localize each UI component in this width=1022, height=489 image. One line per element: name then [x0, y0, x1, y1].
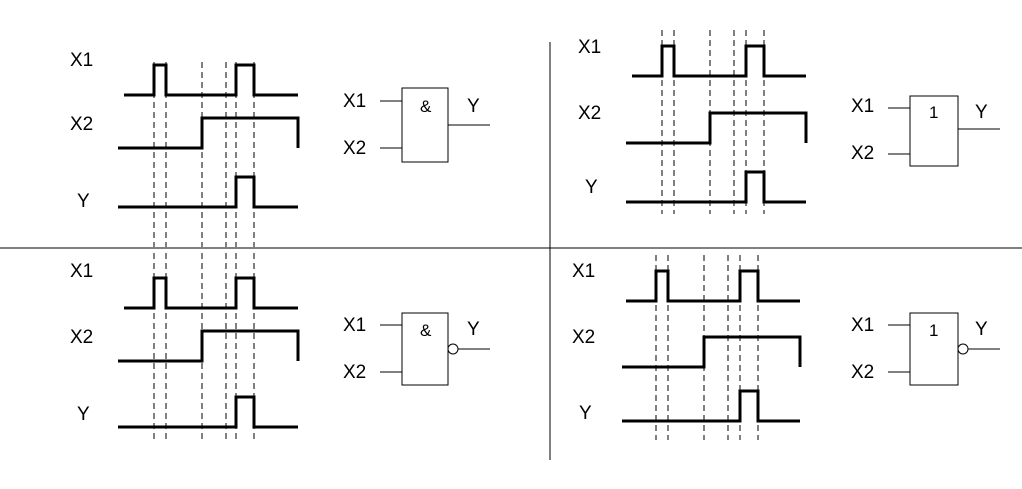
nor-waveform-y [622, 389, 800, 423]
and-waveform-x2 [118, 116, 300, 150]
nor-gate-in2-label: X2 [851, 362, 875, 383]
and-panel-x2-label: X2 [70, 114, 94, 135]
or-panel-x2-label: X2 [578, 103, 602, 124]
or-panel-y-label: Y [585, 177, 598, 198]
nor-waveform-x1 [626, 269, 800, 303]
or-gate-in2-label: X2 [851, 143, 875, 164]
or-panel-x1-label: X1 [578, 37, 602, 58]
or-gate-box [909, 95, 959, 167]
nor-panel-x1-label: X1 [572, 261, 596, 282]
and-waveform-x1 [124, 63, 298, 97]
nand-gate-symbol: & [420, 321, 432, 340]
nand-waveform-x2 [118, 329, 300, 363]
or-gate-in1-label: X1 [851, 96, 875, 117]
nor-waveform-x2 [622, 335, 802, 369]
and-panel-x1-label: X1 [70, 50, 94, 71]
or-waveform-x1 [632, 44, 806, 78]
or-gate-symbol: 1 [929, 103, 939, 122]
or-gate-out-label: Y [975, 102, 988, 123]
or-waveform-y [626, 170, 806, 204]
nor-gate-in1-label: X1 [851, 315, 875, 336]
nand-waveform-x1 [124, 276, 298, 310]
and-gate-in1-label: X1 [343, 91, 367, 112]
nand-panel-x2-label: X2 [70, 327, 94, 348]
nand-panel-x1-label: X1 [70, 261, 94, 282]
nand-gate-in1-label: X1 [343, 315, 367, 336]
or-waveform-x2 [626, 111, 808, 145]
and-gate-out-label: Y [467, 96, 480, 117]
nor-inversion-bubble [957, 343, 969, 355]
nor-panel-x2-label: X2 [572, 327, 596, 348]
nand-panel-y-label: Y [77, 404, 90, 425]
and-waveform-y [118, 175, 298, 209]
and-gate-symbol: & [420, 97, 432, 116]
nor-gate-out-label: Y [975, 319, 988, 340]
nand-waveform-y [118, 395, 298, 429]
and-panel-y-label: Y [77, 191, 90, 212]
nor-gate-symbol: 1 [929, 321, 939, 340]
nand-inversion-bubble [447, 343, 459, 355]
and-gate-in2-label: X2 [343, 138, 367, 159]
nor-panel-y-label: Y [579, 403, 592, 424]
nand-gate-in2-label: X2 [343, 362, 367, 383]
nand-gate-out-label: Y [467, 319, 480, 340]
